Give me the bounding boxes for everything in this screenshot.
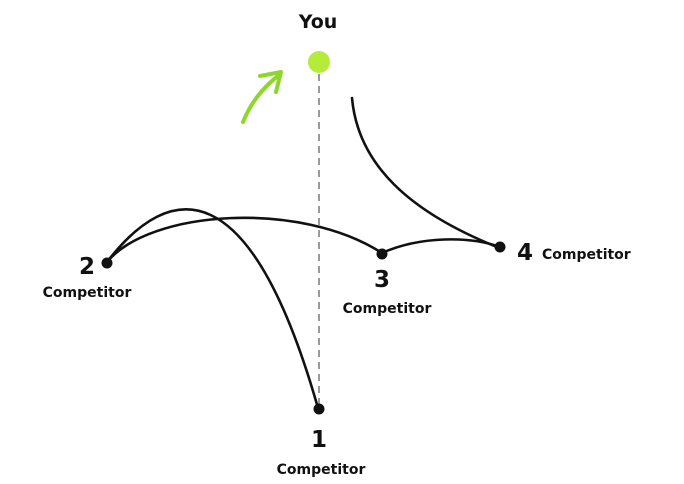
competitor-2-label: Competitor xyxy=(43,285,132,301)
competitor-3-number: 3 xyxy=(374,267,390,293)
growth-arrow-icon xyxy=(241,73,281,124)
competitor-3-dot xyxy=(376,248,388,260)
competitor-3-label: Competitor xyxy=(343,301,432,317)
curve-2-to-3 xyxy=(105,216,384,264)
growth-arrow-head-icon xyxy=(258,70,283,94)
you-label: You xyxy=(298,11,338,33)
competitor-4-dot xyxy=(494,241,506,253)
you-dot xyxy=(308,51,330,73)
competitor-1-dot xyxy=(313,403,325,415)
competitor-1-number: 1 xyxy=(311,427,327,453)
competitor-2-number: 2 xyxy=(79,254,95,280)
curve-top-to-4 xyxy=(350,96,499,249)
competitor-1-label: Competitor xyxy=(277,462,366,478)
curve-2-to-1 xyxy=(105,208,320,410)
competitor-4-label: Competitor xyxy=(542,247,631,263)
competitor-2-dot xyxy=(101,257,113,269)
competitor-4-number: 4 xyxy=(517,240,533,266)
